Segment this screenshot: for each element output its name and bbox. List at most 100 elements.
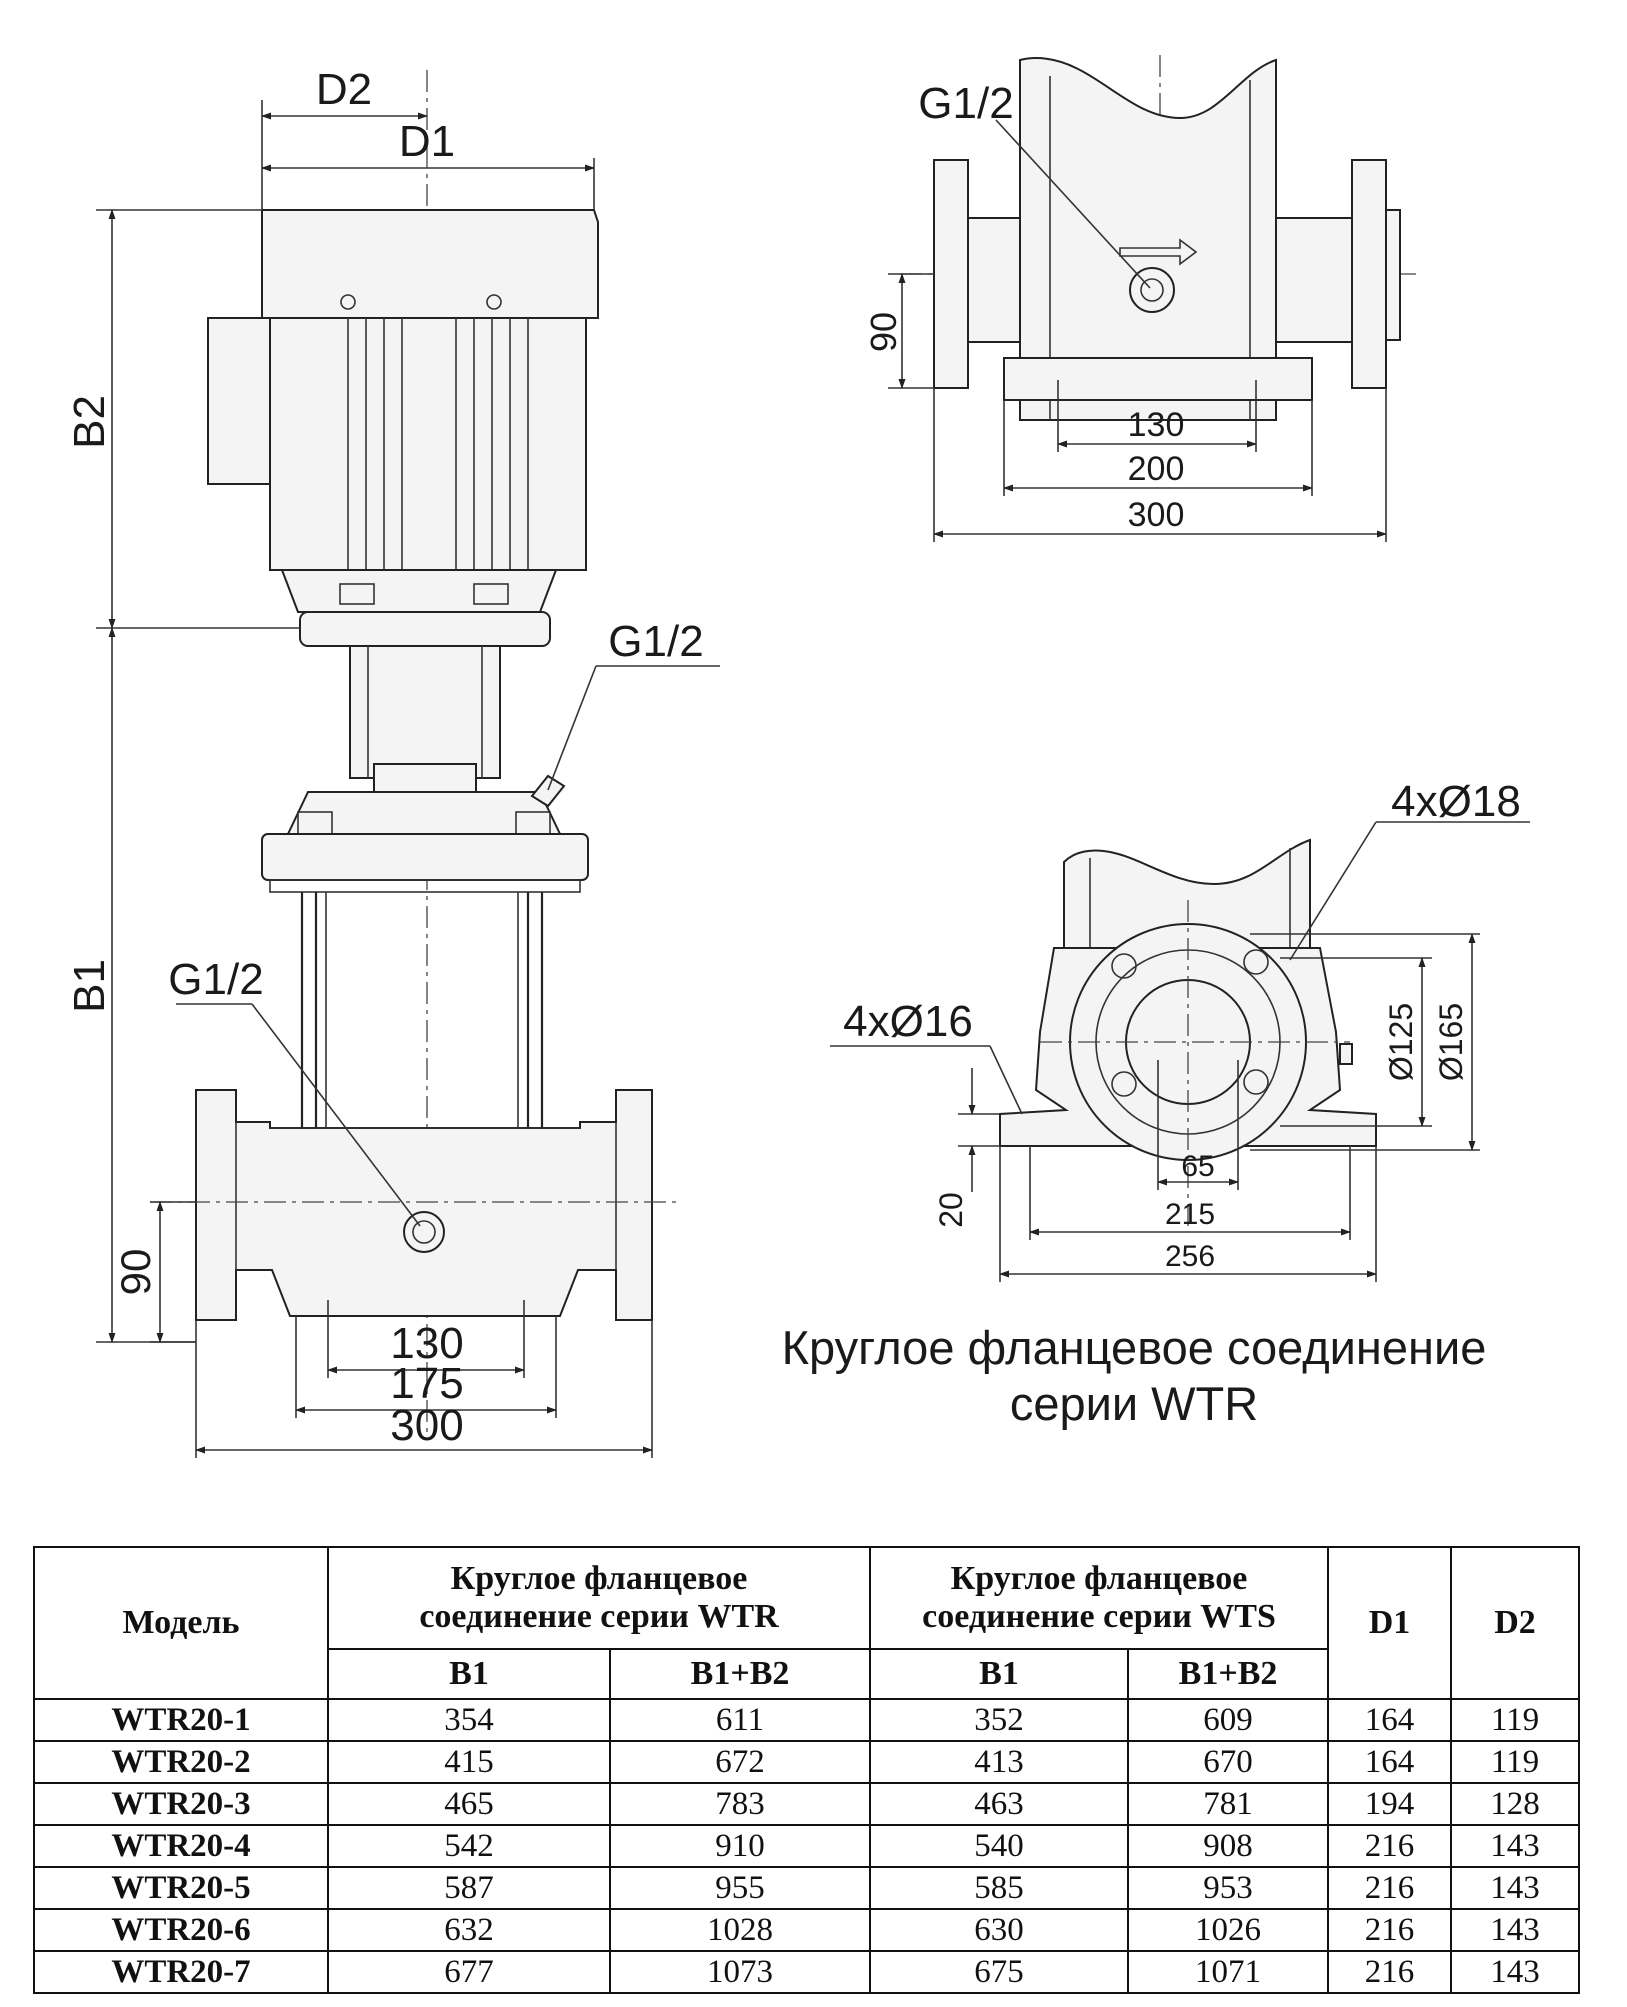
cell-wts-b1b2: 1071 bbox=[1127, 1950, 1330, 1994]
label-holes-body: 4xØ18 bbox=[1391, 777, 1521, 826]
table-row: WTR20-2 415 672 413 670 164 119 bbox=[33, 1740, 1581, 1784]
dim-w65: 65 bbox=[1181, 1150, 1214, 1183]
cell-wts-b1b2: 953 bbox=[1127, 1866, 1330, 1910]
cell-wts-b1b2: 609 bbox=[1127, 1698, 1330, 1742]
label-holes-base: 4xØ16 bbox=[843, 997, 973, 1046]
flange-view: 4xØ18 4xØ16 Ø125 Ø165 20 65 215 25 bbox=[782, 777, 1530, 1430]
cell-wts-b1b2: 781 bbox=[1127, 1782, 1330, 1826]
cell-wts-b1: 585 bbox=[869, 1866, 1130, 1910]
label-d2: D2 bbox=[316, 65, 372, 114]
dim-w215: 215 bbox=[1165, 1198, 1215, 1231]
cell-d2: 143 bbox=[1450, 1824, 1581, 1868]
dimensions-table: Модель Круглое фланцевое соединение сери… bbox=[33, 1546, 1581, 1994]
table-row: WTR20-6 632 1028 630 1026 216 143 bbox=[33, 1908, 1581, 1952]
cell-wtr-b1b2: 672 bbox=[608, 1740, 872, 1784]
label-b2: B2 bbox=[65, 395, 114, 449]
top-view: G1/2 90 130 200 300 bbox=[863, 55, 1420, 542]
cell-wts-b1: 352 bbox=[869, 1698, 1130, 1742]
pump-technical-drawing: D2 D1 B2 B1 90 130 175 300 G1/2 G1/ bbox=[65, 55, 1530, 1458]
cell-wts-b1: 463 bbox=[869, 1782, 1130, 1826]
cell-model: WTR20-4 bbox=[33, 1824, 329, 1868]
header-wtr-b1: B1 bbox=[327, 1648, 611, 1700]
cell-wts-b1: 540 bbox=[869, 1824, 1130, 1868]
cell-wtr-b1b2: 1073 bbox=[608, 1950, 872, 1994]
cell-wtr-b1b2: 611 bbox=[608, 1698, 872, 1742]
cell-wtr-b1: 354 bbox=[327, 1698, 611, 1742]
cell-wtr-b1b2: 1028 bbox=[608, 1908, 872, 1952]
label-b1: B1 bbox=[65, 959, 114, 1013]
cell-d1: 164 bbox=[1327, 1740, 1453, 1784]
cell-model: WTR20-3 bbox=[33, 1782, 329, 1826]
flange-caption-line2: серии WTR bbox=[1010, 1377, 1258, 1430]
header-wts-group: Круглое фланцевое соединение серии WTS bbox=[869, 1546, 1330, 1650]
cell-d1: 164 bbox=[1327, 1698, 1453, 1742]
cell-d1: 216 bbox=[1327, 1866, 1453, 1910]
cell-d2: 143 bbox=[1450, 1950, 1581, 1994]
dim-d165: Ø165 bbox=[1433, 1003, 1469, 1081]
dim-front-300: 300 bbox=[390, 1401, 463, 1450]
dim-front-130: 130 bbox=[390, 1319, 463, 1368]
front-view: D2 D1 B2 B1 90 130 175 300 G1/2 G1/ bbox=[65, 65, 720, 1458]
header-wts-line2: соединение серии WTS bbox=[922, 1598, 1276, 1635]
dim-h20: 20 bbox=[933, 1192, 969, 1228]
table-row: WTR20-5 587 955 585 953 216 143 bbox=[33, 1866, 1581, 1910]
cell-model: WTR20-2 bbox=[33, 1740, 329, 1784]
motor-fins bbox=[347, 318, 529, 570]
cell-wtr-b1: 542 bbox=[327, 1824, 611, 1868]
cell-d1: 194 bbox=[1327, 1782, 1453, 1826]
cell-wtr-b1: 632 bbox=[327, 1908, 611, 1952]
cell-model: WTR20-1 bbox=[33, 1698, 329, 1742]
cell-model: WTR20-5 bbox=[33, 1866, 329, 1910]
cell-d2: 143 bbox=[1450, 1866, 1581, 1910]
cell-d1: 216 bbox=[1327, 1824, 1453, 1868]
table-row: WTR20-3 465 783 463 781 194 128 bbox=[33, 1782, 1581, 1826]
dim-w256: 256 bbox=[1165, 1240, 1215, 1273]
dim-top-90: 90 bbox=[863, 312, 904, 352]
header-wts-b1: B1 bbox=[869, 1648, 1130, 1700]
dim-top-130: 130 bbox=[1128, 406, 1185, 444]
cell-d2: 119 bbox=[1450, 1740, 1581, 1784]
table-row: WTR20-1 354 611 352 609 164 119 bbox=[33, 1698, 1581, 1742]
cell-wts-b1: 630 bbox=[869, 1908, 1130, 1952]
cell-model: WTR20-7 bbox=[33, 1950, 329, 1994]
cell-wtr-b1: 465 bbox=[327, 1782, 611, 1826]
cell-wtr-b1b2: 910 bbox=[608, 1824, 872, 1868]
header-wtr-line1: Круглое фланцевое bbox=[450, 1560, 748, 1597]
cell-wts-b1b2: 1026 bbox=[1127, 1908, 1330, 1952]
cell-wtr-b1: 587 bbox=[327, 1866, 611, 1910]
cell-wts-b1: 675 bbox=[869, 1950, 1130, 1994]
header-wtr-line2: соединение серии WTR bbox=[419, 1598, 779, 1635]
flange-caption-line1: Круглое фланцевое соединение bbox=[782, 1321, 1487, 1374]
dim-front-175: 175 bbox=[390, 1359, 463, 1408]
header-wtr-group: Круглое фланцевое соединение серии WTR bbox=[326, 1546, 872, 1650]
label-d1: D1 bbox=[399, 117, 455, 166]
dim-top-200: 200 bbox=[1128, 450, 1185, 488]
cell-model: WTR20-6 bbox=[33, 1908, 329, 1952]
table-row: WTR20-4 542 910 540 908 216 143 bbox=[33, 1824, 1581, 1868]
dim-top-300: 300 bbox=[1128, 496, 1185, 534]
label-front-port-upper: G1/2 bbox=[608, 617, 703, 666]
cell-wtr-b1: 415 bbox=[327, 1740, 611, 1784]
dim-front-90: 90 bbox=[112, 1249, 159, 1296]
dim-d125: Ø125 bbox=[1383, 1003, 1419, 1081]
cell-d2: 119 bbox=[1450, 1698, 1581, 1742]
header-d2: D2 bbox=[1450, 1546, 1581, 1700]
cell-d2: 128 bbox=[1450, 1782, 1581, 1826]
cell-d2: 143 bbox=[1450, 1908, 1581, 1952]
cell-d1: 216 bbox=[1327, 1950, 1453, 1994]
cell-wtr-b1: 677 bbox=[327, 1950, 611, 1994]
header-d1: D1 bbox=[1327, 1546, 1453, 1700]
header-wts-line1: Круглое фланцевое bbox=[950, 1560, 1248, 1597]
header-model: Модель bbox=[33, 1546, 329, 1700]
table-row: WTR20-7 677 1073 675 1071 216 143 bbox=[33, 1950, 1581, 1994]
header-wtr-b1b2: B1+B2 bbox=[608, 1648, 872, 1700]
cell-d1: 216 bbox=[1327, 1908, 1453, 1952]
cell-wts-b1: 413 bbox=[869, 1740, 1130, 1784]
cell-wts-b1b2: 908 bbox=[1127, 1824, 1330, 1868]
header-wts-b1b2: B1+B2 bbox=[1127, 1648, 1330, 1700]
cell-wtr-b1b2: 783 bbox=[608, 1782, 872, 1826]
cell-wts-b1b2: 670 bbox=[1127, 1740, 1330, 1784]
label-front-port-lower: G1/2 bbox=[168, 955, 263, 1004]
label-top-port: G1/2 bbox=[918, 79, 1013, 128]
cell-wtr-b1b2: 955 bbox=[608, 1866, 872, 1910]
